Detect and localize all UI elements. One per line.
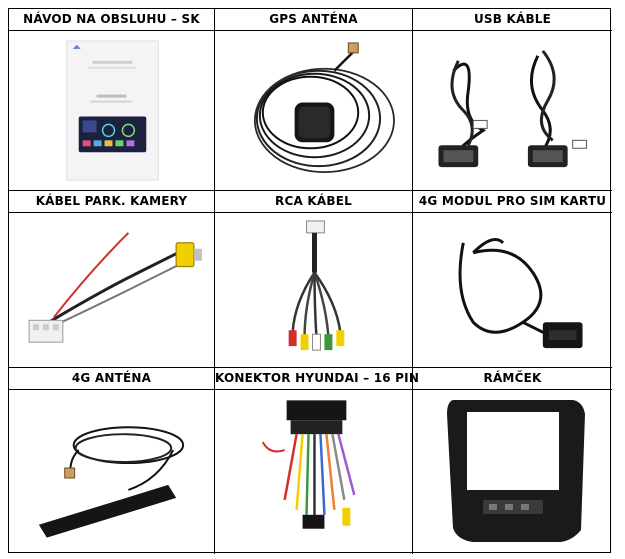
item-label-4g-antenna: 4G ANTÉNA <box>9 368 214 390</box>
dash-frame-icon <box>413 390 612 554</box>
item-cell-4g-sim-module: 4G MODUL PRO SIM KARTU <box>413 191 612 368</box>
item-cell-hyundai-connector: KONEKTOR HYUNDAI – 16 PIN <box>215 368 419 554</box>
item-cell-gps-antenna: GPS ANTÉNA <box>215 9 413 191</box>
item-label-rca-cable: RCA KÁBEL <box>215 191 412 213</box>
item-label-dash-frame: RÁMČEK <box>413 368 612 390</box>
item-cell-usb-cables: USB KÁBLE <box>413 9 612 191</box>
item-label-hyundai-connector: KONEKTOR HYUNDAI – 16 PIN <box>215 368 419 390</box>
manual-booklet-icon <box>9 31 214 190</box>
4g-sim-module-icon <box>413 213 612 367</box>
item-cell-manual: NÁVOD NA OBSLUHU – SK <box>9 9 215 191</box>
item-cell-4g-antenna: 4G ANTÉNA <box>9 368 215 554</box>
item-label-4g-sim-module: 4G MODUL PRO SIM KARTU <box>413 191 612 213</box>
4g-antenna-icon <box>9 390 214 554</box>
package-contents-table: NÁVOD NA OBSLUHU – SK GPS ANTÉ <box>8 8 612 554</box>
item-label-manual: NÁVOD NA OBSLUHU – SK <box>9 9 214 31</box>
hyundai-connector-icon <box>215 390 412 554</box>
parking-camera-cable-icon <box>9 213 214 367</box>
item-cell-rca-cable: RCA KÁBEL <box>215 191 413 368</box>
item-cell-dash-frame: RÁMČEK <box>413 368 612 554</box>
usb-cables-icon <box>413 31 612 190</box>
item-label-usb-cables: USB KÁBLE <box>413 9 612 31</box>
item-cell-parking-camera-cable: KÁBEL PARK. KAMERY <box>9 191 215 368</box>
item-label-gps-antenna: GPS ANTÉNA <box>215 9 412 31</box>
rca-cable-icon <box>215 213 412 367</box>
gps-antenna-icon <box>215 31 412 190</box>
item-label-parking-camera-cable: KÁBEL PARK. KAMERY <box>9 191 214 213</box>
